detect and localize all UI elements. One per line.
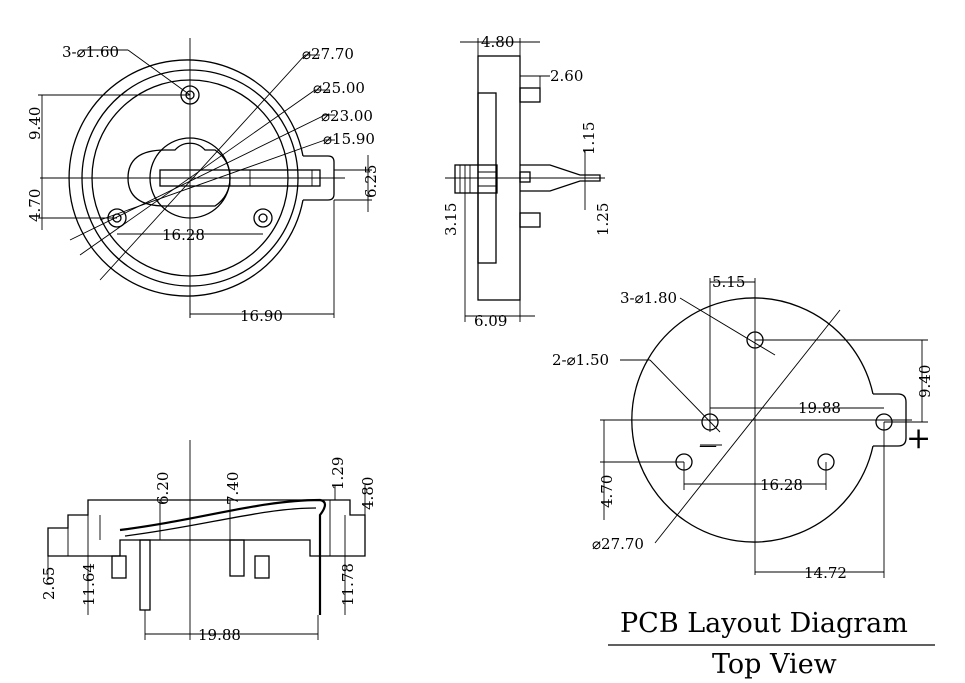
label-pin-bottom: 1.25 (594, 203, 612, 236)
title-block: PCB Layout Diagram Top View (608, 608, 935, 680)
label-740: 7.40 (224, 472, 242, 505)
label-620: 6.20 (154, 472, 172, 505)
label-height: 3.15 (442, 203, 460, 236)
label-bottom-width: 6.09 (474, 312, 507, 330)
label-pcb-940: 9.40 (916, 365, 934, 398)
label-pcb-1628: 16.28 (760, 476, 803, 494)
label-v-bottom: 4.70 (26, 189, 44, 222)
label-265: 2.65 (40, 567, 58, 600)
plus-sign: + (906, 421, 931, 456)
label-pcb-2770: ⌀27.70 (592, 535, 644, 553)
side-view: 4.80 2.60 1.15 1.25 3.15 6.09 (442, 33, 612, 330)
label-v-right: 6.25 (362, 165, 380, 198)
section-view: 6.20 7.40 1.29 4.80 2.65 11.64 11.78 19.… (40, 440, 377, 644)
label-holes-3: 3-⌀1.80 (620, 289, 677, 307)
label-1164: 11.64 (80, 563, 98, 606)
label-holes: 3-⌀1.60 (62, 43, 119, 61)
label-top-width: 4.80 (481, 33, 514, 51)
minus-sign: — (699, 435, 717, 456)
label-pcb-515: 5.15 (712, 273, 745, 291)
label-width: 16.90 (240, 307, 283, 325)
label-pcb-470: 4.70 (598, 475, 616, 508)
label-holes-2: 2-⌀1.50 (552, 351, 609, 369)
label-pin-top: 1.15 (580, 122, 598, 155)
label-129: 1.29 (329, 457, 347, 490)
label-v-top: 9.40 (26, 107, 44, 140)
label-d4: ⌀15.90 (323, 130, 375, 148)
label-pin-len: 2.60 (550, 67, 583, 85)
label-section-1988: 19.88 (198, 626, 241, 644)
label-pcb-1988: 19.88 (798, 399, 841, 417)
title-sub: Top View (712, 649, 837, 680)
pcb-view: 3-⌀1.80 2-⌀1.50 5.15 9.40 19.88 4.70 16.… (552, 273, 934, 582)
label-d1: ⌀27.70 (302, 45, 354, 63)
title-main: PCB Layout Diagram (620, 608, 908, 639)
label-480: 4.80 (359, 477, 377, 510)
label-d2: ⌀25.00 (313, 79, 365, 97)
label-pcb-1472: 14.72 (804, 564, 847, 582)
front-view: 3-⌀1.60 ⌀27.70 ⌀25.00 ⌀23.00 ⌀15.90 9.40… (26, 38, 380, 325)
label-hole-span: 16.28 (162, 226, 205, 244)
label-1178: 11.78 (339, 563, 357, 606)
label-d3: ⌀23.00 (321, 107, 373, 125)
